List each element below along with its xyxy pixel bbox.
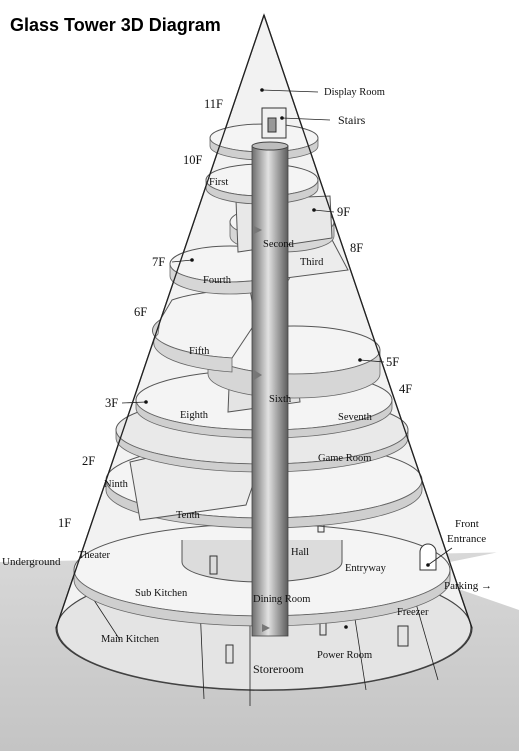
room-theater: Theater xyxy=(78,550,111,561)
parking-road xyxy=(430,548,519,610)
room-sixth: Sixth xyxy=(269,394,292,405)
core-cap-11f xyxy=(251,141,289,151)
floor-label-9f: 9F xyxy=(337,205,350,219)
floor-label-2f: 2F xyxy=(82,454,95,468)
label-front-entrance-1: Front xyxy=(455,518,479,530)
floor-label-4f: 4F xyxy=(399,382,412,396)
storeroom-door xyxy=(225,644,234,664)
room-entryway: Entryway xyxy=(345,563,387,574)
room-ninth: Ninth xyxy=(104,479,129,490)
room-sub-kitchen: Sub Kitchen xyxy=(135,588,188,599)
room-eighth: Eighth xyxy=(180,410,209,421)
leader-lines xyxy=(121,88,453,629)
cone-outline xyxy=(55,14,473,629)
room-game-room: Game Room xyxy=(318,453,371,464)
room-freezer: Freezer xyxy=(397,607,429,618)
room-third: Third xyxy=(300,257,324,268)
hall-door-1 xyxy=(209,555,218,575)
floor-11f-rim xyxy=(209,137,319,161)
room-stairs: Stairs xyxy=(338,113,366,127)
diagram-title: Glass Tower 3D Diagram xyxy=(10,15,221,35)
room-display-room: Display Room xyxy=(324,87,385,98)
room-second: Second xyxy=(263,239,295,250)
label-underground: Underground xyxy=(2,556,61,568)
front-entrance-door xyxy=(419,543,437,571)
stairs-opening xyxy=(267,117,277,133)
floor-4f-rim xyxy=(135,399,393,439)
floor-label-11f: 11F xyxy=(204,97,223,111)
room-hall: Hall xyxy=(291,547,309,558)
room-seventh: Seventh xyxy=(338,412,373,423)
room-fifth: Fifth xyxy=(189,346,210,357)
stair-icon-9f xyxy=(254,226,262,234)
label-parking: Parking → xyxy=(444,580,492,592)
room-fourth: Fourth xyxy=(203,275,232,286)
floor-label-8f: 8F xyxy=(350,241,363,255)
central-core xyxy=(251,145,289,637)
room-tenth: Tenth xyxy=(176,510,201,521)
floor-1f-rim xyxy=(73,569,451,627)
floor-label-7f: 7F xyxy=(152,255,165,269)
floor-label-5f: 5F xyxy=(386,355,399,369)
room-power-room: Power Room xyxy=(317,650,372,661)
floor-10f-rim xyxy=(205,179,319,205)
room-dining-room: Dining Room xyxy=(253,594,310,605)
label-front-entrance-2: Entrance xyxy=(447,533,486,545)
room-first: First xyxy=(209,177,228,188)
floor-5f-rim xyxy=(207,349,381,399)
floor-label-10f: 10F xyxy=(183,153,203,167)
room-storeroom: Storeroom xyxy=(253,662,304,676)
floor-label-3f: 3F xyxy=(105,396,118,410)
freezer-door xyxy=(397,625,409,647)
room-main-kitchen: Main Kitchen xyxy=(101,634,160,645)
floor-6f-rim xyxy=(152,319,233,373)
stair-icon-bottom xyxy=(262,624,270,632)
floor-label-6f: 6F xyxy=(134,305,147,319)
stair-icon-5f xyxy=(254,370,262,380)
basement-walls xyxy=(89,593,439,706)
floor-label-1f: 1F xyxy=(58,516,71,530)
